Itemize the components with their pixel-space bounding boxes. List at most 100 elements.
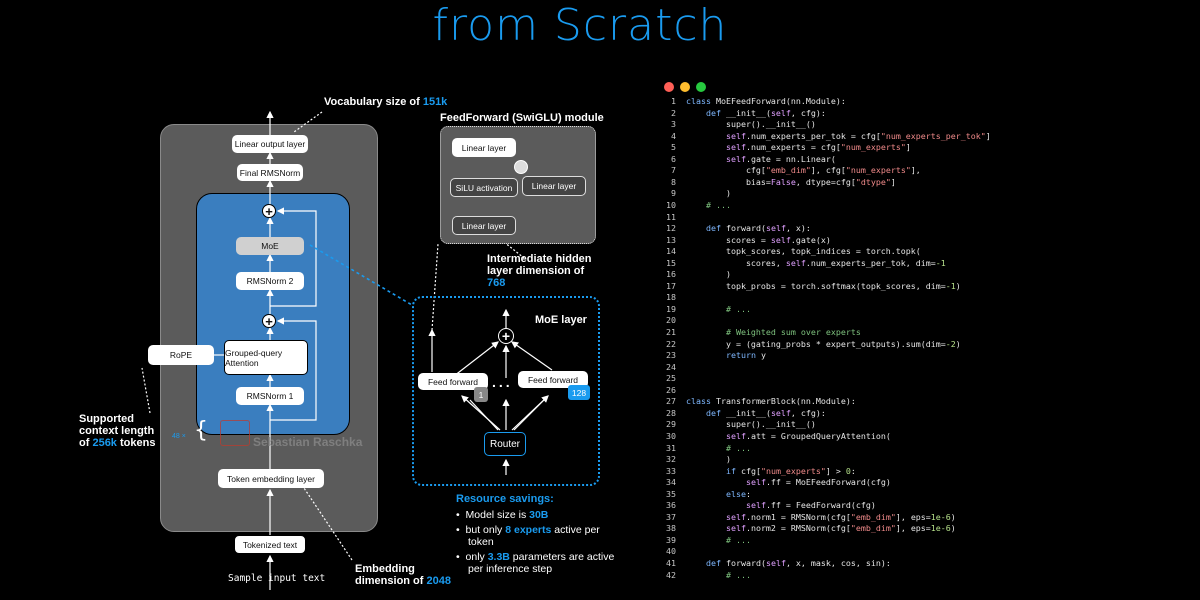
line-number: 5 bbox=[671, 142, 676, 153]
line-number: 40 bbox=[666, 546, 676, 557]
router-box: Router bbox=[484, 432, 526, 456]
context-line1: Supported bbox=[79, 413, 134, 425]
code-text: def __init__(self, cfg): bbox=[705, 407, 826, 418]
code-line: 23 return y bbox=[650, 350, 766, 361]
watermark-text: Sebastian Raschka bbox=[253, 435, 363, 449]
code-text: self.norm2 = RMSNorm(cfg["emb_dim"], eps… bbox=[725, 523, 956, 534]
code-line: 9 ) bbox=[650, 188, 731, 199]
code-line: 11 bbox=[650, 212, 686, 223]
code-line: 18 bbox=[650, 292, 686, 303]
code-text: # ... bbox=[686, 442, 751, 453]
savings-points: • Model size is 30B • but only 8 experts… bbox=[456, 509, 626, 575]
line-number: 30 bbox=[666, 430, 676, 441]
line-number: 42 bbox=[666, 569, 676, 580]
savings-p1-pre: Model size is bbox=[465, 509, 530, 521]
ff-linear-bottom: Linear layer bbox=[452, 216, 516, 235]
line-number: 28 bbox=[666, 407, 676, 418]
line-number: 33 bbox=[666, 465, 676, 476]
embed-value: 2048 bbox=[426, 575, 451, 587]
code-text: super().__init__() bbox=[686, 119, 816, 130]
line-number: 29 bbox=[666, 419, 676, 430]
line-number: 26 bbox=[666, 384, 676, 395]
embed-line1: Embedding bbox=[355, 563, 415, 575]
code-line: 40 bbox=[650, 546, 686, 557]
code-line: 37 self.norm1 = RMSNorm(cfg["emb_dim"], … bbox=[650, 512, 956, 523]
code-line: 6 self.gate = nn.Linear( bbox=[650, 154, 836, 165]
line-number: 21 bbox=[666, 327, 676, 337]
moe-block: MoE bbox=[236, 237, 304, 255]
line-number: 39 bbox=[666, 534, 676, 545]
moe-layer-panel bbox=[412, 296, 600, 486]
ff-linear-right: Linear layer bbox=[522, 176, 586, 196]
line-number: 18 bbox=[666, 292, 676, 303]
line-number: 4 bbox=[671, 130, 676, 141]
expert-badge-left: 1 bbox=[474, 387, 488, 402]
line-number: 34 bbox=[666, 477, 676, 488]
code-text: # ... bbox=[686, 569, 751, 580]
code-line: 38 self.norm2 = RMSNorm(cfg["emb_dim"], … bbox=[650, 523, 956, 534]
line-number: 37 bbox=[666, 511, 676, 522]
code-line: 12 def forward(self, x): bbox=[650, 223, 811, 234]
hidden-line1: Intermediate hidden bbox=[487, 253, 592, 265]
linear-output-layer: Linear output layer bbox=[232, 135, 308, 153]
embed-line2: dimension of 2048 bbox=[355, 575, 451, 587]
savings-p2-val: 8 experts bbox=[505, 524, 552, 536]
tokenized-text: Tokenized text bbox=[234, 535, 306, 554]
code-line: 20 bbox=[650, 315, 686, 326]
code-line: 32 ) bbox=[650, 454, 731, 465]
moe-layer-title: MoE layer bbox=[535, 314, 587, 326]
repeat-count-label: 48 × bbox=[172, 433, 186, 440]
context-of: of bbox=[79, 437, 93, 449]
embed-prefix: dimension of bbox=[355, 575, 427, 587]
code-line: 24 bbox=[650, 362, 686, 373]
expert-ff-left: Feed forward bbox=[418, 373, 488, 390]
code-text: ) bbox=[686, 269, 731, 280]
code-text: ) bbox=[686, 454, 731, 465]
line-number: 3 bbox=[671, 119, 676, 130]
code-panel: 1 class MoEFeedForward(nn.Module): 2 def _… bbox=[650, 96, 1200, 600]
code-text: super().__init__() bbox=[686, 419, 816, 430]
code-text: class TransformerBlock(nn.Module): bbox=[686, 396, 856, 407]
line-number: 19 bbox=[666, 303, 676, 314]
code-line: 14 topk_scores, topk_indices = torch.top… bbox=[650, 246, 921, 257]
code-line: 10 # ... bbox=[650, 200, 731, 211]
line-number: 38 bbox=[666, 523, 676, 534]
line-number: 1 bbox=[671, 96, 676, 106]
plus-circle-top: + bbox=[262, 204, 276, 219]
code-text: self.att = GroupedQueryAttention( bbox=[725, 430, 891, 441]
line-number: 31 bbox=[666, 442, 676, 453]
code-text: ) bbox=[686, 188, 731, 199]
code-line: 26 bbox=[650, 385, 686, 396]
code-line: 19 # ... bbox=[650, 304, 751, 315]
code-line: 34 self.ff = MoEFeedForward(cfg) bbox=[650, 477, 891, 488]
ff-multiply-circle bbox=[514, 160, 528, 174]
code-line: 42 # ... bbox=[650, 570, 751, 581]
savings-p1-val: 30B bbox=[529, 509, 549, 521]
code-line: 4 self.num_experts_per_tok = cfg["num_ex… bbox=[650, 131, 991, 142]
code-text: self.ff = FeedForward(cfg) bbox=[745, 500, 876, 511]
savings-p3-post: parameters are active bbox=[509, 551, 615, 563]
code-text: bias=False, dtype=cfg["dtype"] bbox=[686, 176, 896, 187]
line-number: 9 bbox=[671, 188, 676, 199]
embedding-dim-label: Embedding dimension of 2048 bbox=[355, 563, 451, 587]
final-rmsnorm: Final RMSNorm bbox=[237, 164, 303, 181]
code-text: class MoEFeedForward(nn.Module): bbox=[686, 96, 846, 106]
context-length-label: Supported context length of 256k tokens bbox=[79, 413, 155, 449]
vocab-prefix: Vocabulary size of bbox=[324, 96, 423, 108]
code-text: # Weighted sum over experts bbox=[686, 327, 861, 337]
line-number: 41 bbox=[666, 558, 676, 568]
code-text: def __init__(self, cfg): bbox=[705, 107, 826, 118]
line-number: 24 bbox=[666, 361, 676, 372]
moe-plus-circle: + bbox=[498, 328, 514, 344]
code-line: 36 self.ff = FeedForward(cfg) bbox=[650, 500, 876, 511]
line-number: 2 bbox=[671, 107, 676, 118]
code-text: self.ff = MoEFeedForward(cfg) bbox=[745, 477, 891, 488]
code-line: 33 if cfg["num_experts"] > 0: bbox=[650, 466, 856, 477]
line-number: 10 bbox=[666, 199, 676, 210]
context-line3: of 256k tokens bbox=[79, 437, 155, 449]
hidden-line2: layer dimension of bbox=[487, 265, 585, 277]
expert-ff-right: Feed forward bbox=[518, 371, 588, 388]
context-line2: context length bbox=[79, 425, 155, 437]
